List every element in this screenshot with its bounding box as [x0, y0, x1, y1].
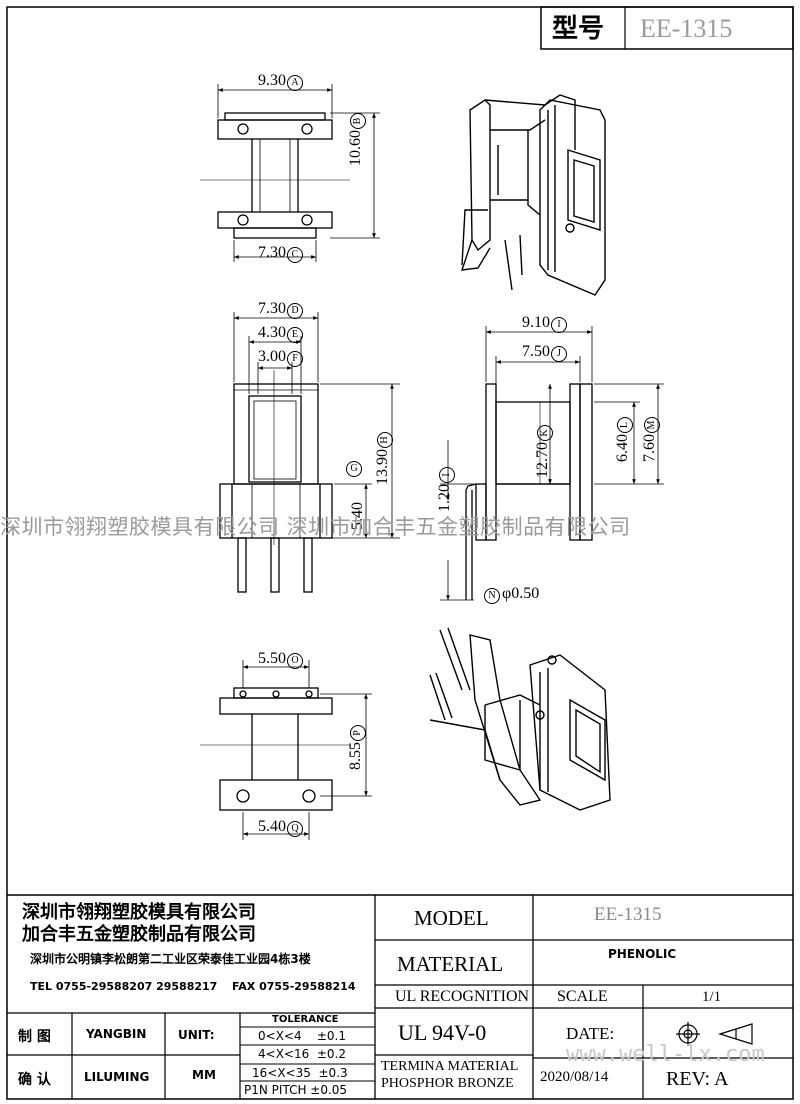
model-value: EE-1315	[594, 904, 662, 925]
isometric-view-bottom	[429, 627, 611, 811]
dim-k-value: 12.70	[534, 442, 551, 478]
dim-d-value: 7.30	[258, 300, 286, 317]
dim-lines-front-view	[233, 312, 400, 539]
dim-n-letter: N	[484, 588, 500, 604]
dim-f-value: 3.00	[258, 348, 286, 365]
model-header-value: EE-1315	[640, 14, 732, 43]
top-view	[200, 112, 350, 239]
model-header-box: 型号 EE-1315	[540, 6, 794, 50]
dim-a-letter: A	[287, 75, 303, 91]
tolerance-row-4: P1N PITCH ±0.05	[244, 1083, 348, 1097]
material-value: PHENOLIC	[608, 947, 677, 961]
projection-symbol-icon	[676, 1022, 753, 1046]
dim-l-value: 6.40	[614, 434, 631, 462]
model-label: MODEL	[414, 906, 489, 930]
date-label: DATE:	[566, 1024, 615, 1043]
dim-c-letter: C	[287, 247, 303, 263]
dim-i-letter: I	[551, 317, 567, 333]
terminal-material-label: TERMINA MATERIAL	[381, 1059, 519, 1074]
tolerance-title: TOLERANCE	[272, 1014, 339, 1025]
dim-d-letter: D	[287, 303, 303, 319]
watermark-text: 深圳市翎翔塑胶模具有限公司 深圳市加合丰五金塑胶制品有限公司	[0, 515, 631, 539]
checked-by-label: 确 认	[18, 1072, 51, 1088]
tolerance-row-3: 16<X<35 ±0.3	[252, 1066, 348, 1080]
dim-q-value: 5.40	[258, 818, 286, 835]
dim-m-value: 7.60	[641, 434, 658, 462]
dim-f-letter: F	[287, 351, 303, 367]
dim-e-letter: E	[287, 327, 303, 343]
company-tel: TEL 0755-29588207 29588217	[30, 980, 218, 993]
dim-h-value: 13.90	[374, 449, 391, 485]
dim-k-letter: K	[537, 425, 553, 441]
title-block-grid	[7, 894, 793, 1099]
dim-p-letter: P	[350, 725, 366, 741]
dim-n-value: φ0.50	[502, 585, 540, 602]
side-view	[465, 383, 593, 600]
unit-value: MM	[192, 1068, 216, 1082]
ul-recognition-label: UL RECOGNITION	[395, 988, 530, 1005]
sheet-border	[6, 6, 794, 1100]
dim-i-value: 9.10	[522, 314, 550, 331]
dim-i2-letter: I	[439, 467, 455, 483]
unit-label: UNIT:	[178, 1028, 215, 1042]
tolerance-row-2: 4<X<16 ±0.2	[258, 1047, 347, 1061]
dim-b-value: 10.60	[347, 130, 364, 166]
dim-m-letter: M	[644, 417, 660, 433]
dim-o-value: 5.50	[258, 650, 286, 667]
company-address: 深圳市公明镇李松朗第二工业区荣泰佳工业园4栋3楼	[30, 952, 311, 966]
dim-j-value: 7.50	[522, 343, 550, 360]
dim-i2-value: 1.20	[436, 484, 453, 512]
watermark-site: www.well-lx.com	[566, 1042, 765, 1067]
date-value: 2020/08/14	[540, 1069, 609, 1085]
dim-l-letter: L	[617, 417, 633, 433]
dim-c-value: 7.30	[258, 244, 286, 261]
dim-a-value: 9.30	[258, 72, 286, 89]
checked-by-value: LILUMING	[84, 1070, 150, 1084]
tolerance-row-1: 0<X<4 ±0.1	[258, 1029, 346, 1043]
terminal-material-value: PHOSPHOR BRONZE	[381, 1076, 514, 1091]
scale-value: 1/1	[702, 989, 722, 1005]
isometric-view-top	[460, 94, 606, 296]
scale-label: SCALE	[557, 988, 608, 1005]
material-label: MATERIAL	[397, 952, 504, 976]
model-header-label: 型号	[552, 14, 604, 44]
dim-lines-side-view	[440, 326, 664, 601]
dim-g-letter: G	[346, 461, 362, 477]
ul-value: UL 94V-0	[398, 1020, 487, 1045]
dim-j-letter: J	[551, 346, 567, 362]
company-name-1: 深圳市翎翔塑胶模具有限公司	[22, 902, 256, 923]
revision: REV: A	[666, 1068, 729, 1090]
dim-b-letter: B	[350, 113, 366, 129]
drawn-by-value: YANGBIN	[86, 1027, 147, 1041]
company-fax: FAX 0755-29588214	[232, 980, 356, 993]
dim-p-value: 8.55	[347, 742, 364, 770]
front-view	[219, 370, 333, 593]
dim-h-letter: H	[377, 432, 393, 448]
bottom-view	[200, 687, 350, 811]
company-name-2: 加合丰五金塑胶制品有限公司	[22, 924, 256, 945]
dim-q-letter: Q	[287, 821, 303, 837]
dim-lines-top-view	[217, 84, 380, 262]
dim-o-letter: O	[287, 653, 303, 669]
drawn-by-label: 制 图	[18, 1029, 51, 1045]
dim-e-value: 4.30	[258, 324, 286, 341]
